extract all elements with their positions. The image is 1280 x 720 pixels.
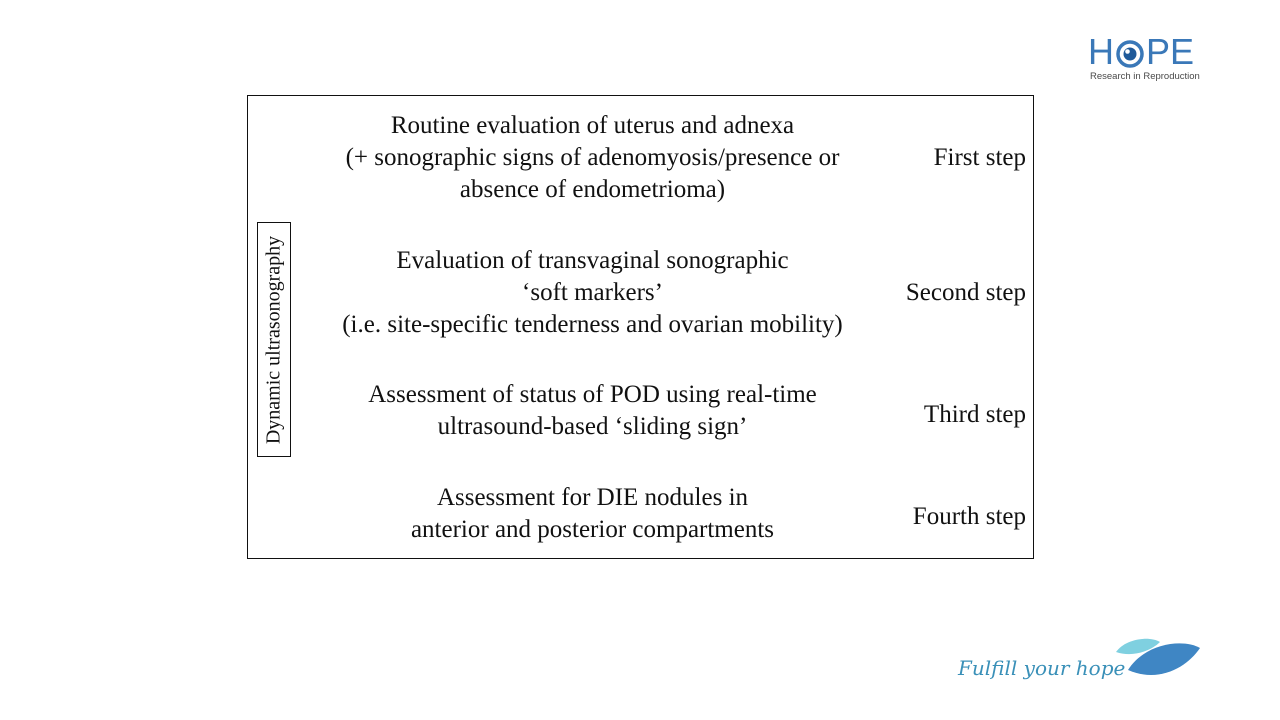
leaf-icon — [1112, 636, 1204, 682]
step-4-description: Assessment for DIE nodules in anterior a… — [300, 482, 885, 546]
step-1-description: Routine evaluation of uterus and adnexa … — [300, 110, 885, 206]
step-1-line-3: absence of endometrioma) — [459, 176, 726, 203]
logo-tagline: Research in Reproduction — [1090, 71, 1200, 82]
side-label: Dynamic ultrasonography — [262, 235, 285, 444]
step-2-line-2: ‘soft markers’ — [522, 279, 663, 306]
step-3-line-1: Assessment of status of POD using real-t… — [368, 381, 817, 408]
step-3-line-2: ultrasound-based ‘sliding sign’ — [437, 413, 748, 440]
step-3-label: Third step — [923, 401, 1026, 428]
step-4-line-1: Assessment for DIE nodules in — [436, 484, 749, 511]
logo-wordmark: H PE — [1088, 34, 1194, 70]
step-2-line-3: (i.e. site-specific tenderness and ovari… — [342, 311, 843, 338]
step-2-line-1: Evaluation of transvaginal sonographic — [396, 247, 789, 274]
eye-icon — [1116, 38, 1144, 68]
step-1-line-2: (+ sonographic signs of adenomyosis/pres… — [345, 144, 840, 171]
step-4-line-2: anterior and posterior compartments — [410, 516, 775, 543]
hope-logo: H PE Research in Reproduction — [1088, 34, 1200, 84]
step-1-label: First step — [933, 144, 1026, 171]
step-3-description: Assessment of status of POD using real-t… — [300, 379, 885, 443]
logo-letter-h: H — [1088, 31, 1114, 72]
step-2-description: Evaluation of transvaginal sonographic ‘… — [300, 245, 885, 341]
side-label-box: Dynamic ultrasonography — [257, 222, 291, 457]
step-2-label: Second step — [905, 279, 1026, 306]
footer-slogan: Fulfill your hope — [958, 656, 1126, 680]
diagram-frame — [247, 95, 1034, 559]
step-4-label: Fourth step — [912, 503, 1026, 530]
logo-letters-pe: PE — [1146, 31, 1195, 72]
step-1-line-1: Routine evaluation of uterus and adnexa — [390, 112, 795, 139]
